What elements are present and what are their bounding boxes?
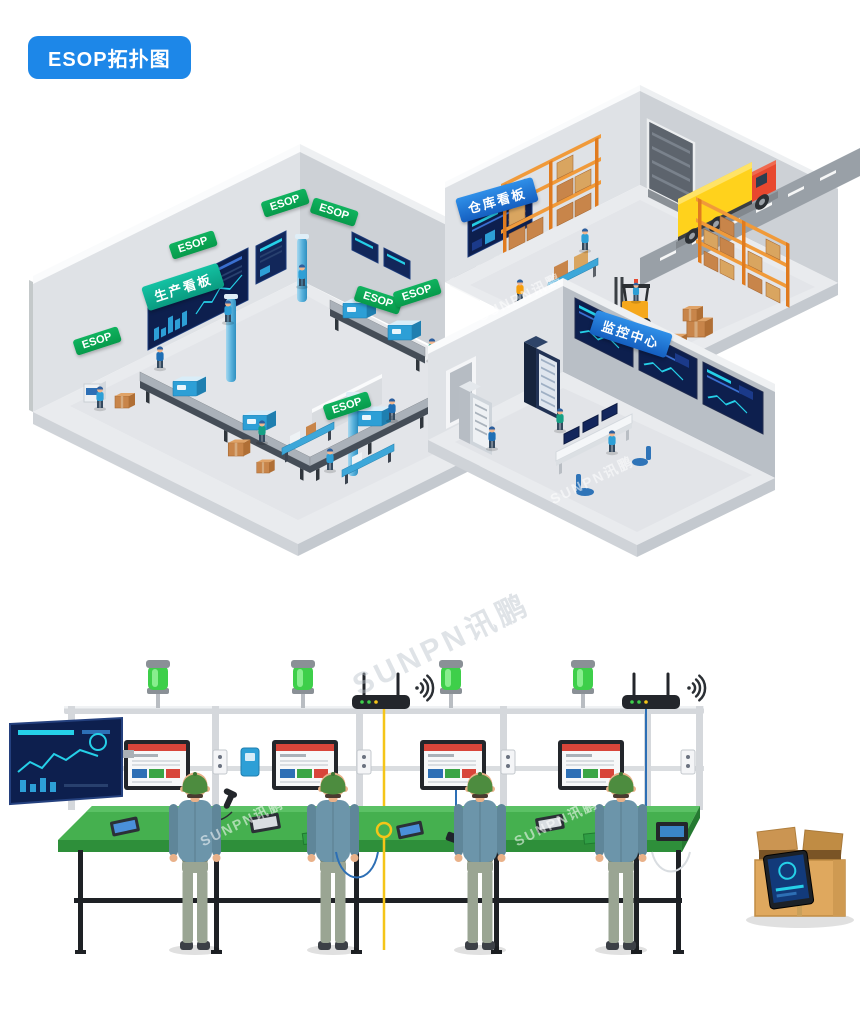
crate bbox=[114, 392, 136, 409]
andon-light bbox=[439, 660, 463, 708]
andon-light bbox=[291, 660, 315, 708]
wifi-router bbox=[622, 672, 680, 709]
power-socket bbox=[356, 749, 372, 775]
pallet-rack bbox=[696, 196, 790, 308]
esop-monitor bbox=[124, 740, 190, 790]
crate bbox=[682, 305, 704, 322]
power-socket bbox=[212, 749, 228, 775]
bench-device bbox=[656, 822, 688, 841]
smt-machine bbox=[357, 406, 392, 427]
line-worker bbox=[594, 771, 648, 956]
power-socket bbox=[500, 749, 516, 775]
server-rack bbox=[459, 381, 492, 456]
crate bbox=[227, 438, 251, 457]
work-table bbox=[281, 421, 335, 463]
warehouse-room bbox=[445, 85, 860, 392]
cardboard-box bbox=[746, 826, 854, 928]
line-worker bbox=[306, 771, 360, 956]
tablet-device bbox=[763, 849, 815, 910]
server-rack bbox=[524, 336, 560, 421]
andon-light bbox=[146, 660, 170, 708]
bench-item-tablet bbox=[249, 812, 281, 834]
bench-legs bbox=[74, 850, 684, 954]
line-dashboard-screen bbox=[9, 716, 134, 806]
office-chair bbox=[576, 446, 651, 496]
road bbox=[640, 148, 860, 286]
cable bbox=[335, 851, 379, 879]
factory-illustration bbox=[29, 85, 860, 557]
wifi-router bbox=[352, 672, 410, 709]
work-table bbox=[341, 443, 395, 485]
bench-item-tablet bbox=[110, 816, 140, 837]
wall-screen-small bbox=[351, 231, 411, 280]
crate bbox=[256, 459, 276, 474]
power-socket bbox=[680, 749, 696, 775]
andon-light bbox=[571, 660, 595, 708]
smt-machine bbox=[387, 320, 422, 341]
scanner-cradle bbox=[240, 747, 260, 777]
wifi-signal-icon bbox=[687, 674, 707, 702]
wall-screen-small bbox=[255, 230, 287, 285]
cable bbox=[651, 851, 691, 873]
assembly-line-illustration bbox=[9, 660, 854, 956]
smt-machine bbox=[172, 376, 207, 397]
bench-item-tablet bbox=[535, 814, 565, 834]
title-badge: ESOP拓扑图 bbox=[28, 36, 191, 79]
bench-item-tablet bbox=[396, 820, 424, 840]
wifi-signal-icon bbox=[415, 674, 435, 702]
dock-door bbox=[646, 118, 696, 214]
